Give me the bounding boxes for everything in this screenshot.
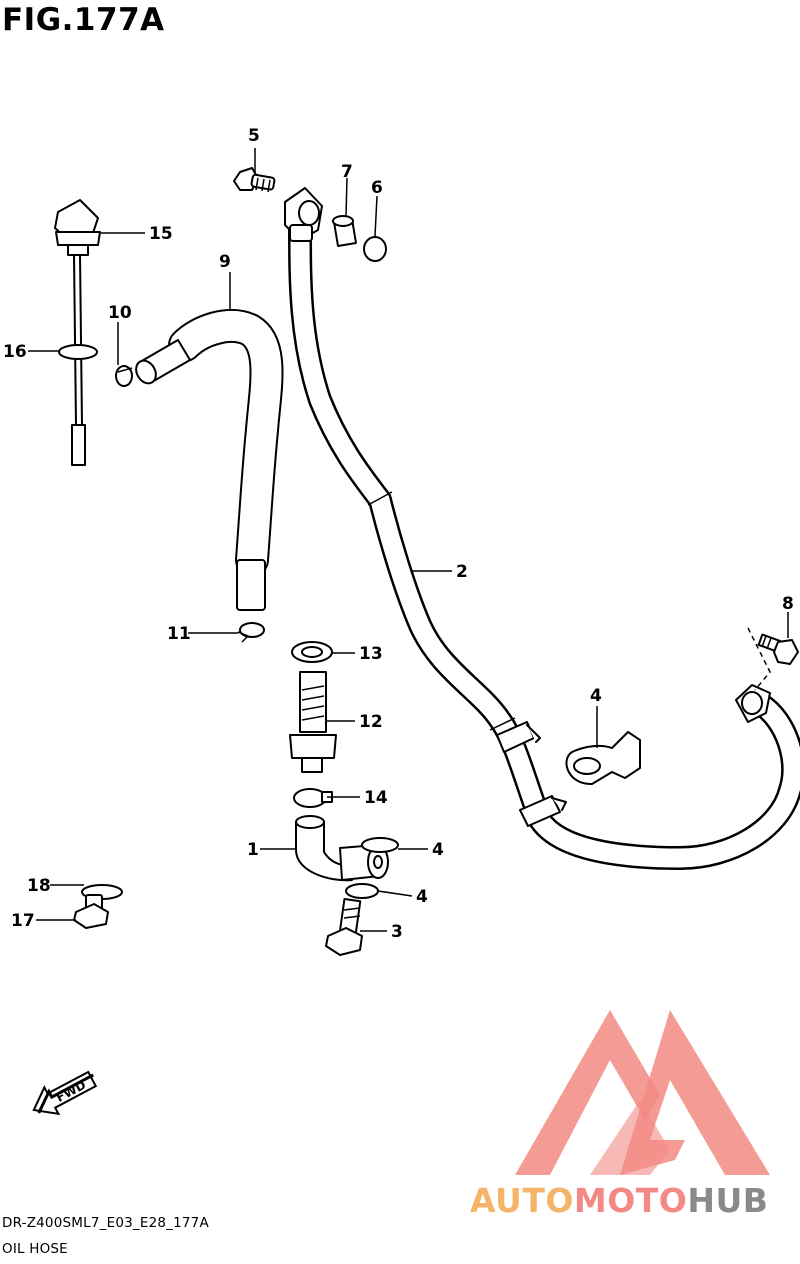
o-ring-7 bbox=[363, 236, 387, 262]
callout-4-lower: 4 bbox=[416, 887, 428, 907]
callout-8: 4 bbox=[590, 686, 602, 706]
callout-7: 6 bbox=[371, 178, 383, 198]
wordmark-hub: HUB bbox=[687, 1181, 769, 1220]
callout-14: 14 bbox=[364, 788, 388, 808]
banjo-fitting-top bbox=[284, 187, 323, 242]
washer-4-lower bbox=[345, 883, 379, 899]
callout-16: 16 bbox=[3, 342, 27, 362]
callout-9: 7 bbox=[341, 162, 353, 182]
automotohub-wordmark: AUTOMOTOHUB bbox=[470, 1181, 768, 1220]
drain-bolt-17 bbox=[73, 894, 109, 929]
o-ring-16 bbox=[58, 344, 98, 360]
bolt-6-dash-line bbox=[747, 627, 771, 691]
washer-4-upper bbox=[361, 837, 399, 853]
clip-11-lower bbox=[237, 622, 265, 643]
hose-clamp-14 bbox=[293, 788, 333, 808]
oil-hose-long bbox=[288, 218, 800, 870]
collar-9 bbox=[332, 215, 357, 247]
callout-6: 8 bbox=[782, 594, 794, 614]
banjo-bolt-5 bbox=[233, 167, 276, 193]
callout-11-lower: 11 bbox=[167, 624, 191, 644]
callout-11-upper: 10 bbox=[108, 303, 132, 323]
figure-code: DR-Z400SML7_E03_E28_177A bbox=[2, 1215, 209, 1231]
fwd-arrow: FWD bbox=[32, 1070, 98, 1116]
callout-12: 12 bbox=[359, 712, 383, 732]
washer-13 bbox=[291, 641, 333, 663]
hose-clamp-upper bbox=[496, 721, 541, 753]
callout-17: 17 bbox=[11, 911, 35, 931]
wordmark-auto: AUTO bbox=[470, 1181, 574, 1220]
callout-5: 5 bbox=[248, 126, 260, 146]
union-bolt-3 bbox=[325, 898, 363, 956]
figure-name: OIL HOSE bbox=[2, 1241, 68, 1257]
banjo-fitting-right bbox=[735, 684, 771, 723]
wordmark-moto: MOTO bbox=[573, 1181, 688, 1220]
callout-2: 2 bbox=[456, 562, 468, 582]
bolt-6 bbox=[757, 633, 799, 665]
callout-1: 1 bbox=[247, 840, 259, 860]
clip-11-upper bbox=[115, 365, 133, 387]
dipstick-15 bbox=[54, 199, 101, 466]
figure-title: FIG.177A bbox=[2, 2, 165, 38]
callout-3: 3 bbox=[391, 922, 403, 942]
leader-lines bbox=[28, 148, 789, 932]
automotohub-logo bbox=[515, 1010, 770, 1175]
callout-13: 13 bbox=[359, 644, 383, 664]
pressure-switch-12 bbox=[289, 671, 337, 773]
callout-10: 9 bbox=[219, 252, 231, 272]
callout-15: 15 bbox=[149, 224, 173, 244]
breather-hose-10 bbox=[135, 309, 284, 611]
bracket-8 bbox=[565, 731, 641, 786]
hose-clamp-lower bbox=[519, 795, 567, 827]
callout-4-upper: 4 bbox=[432, 840, 444, 860]
callout-18: 18 bbox=[27, 876, 51, 896]
